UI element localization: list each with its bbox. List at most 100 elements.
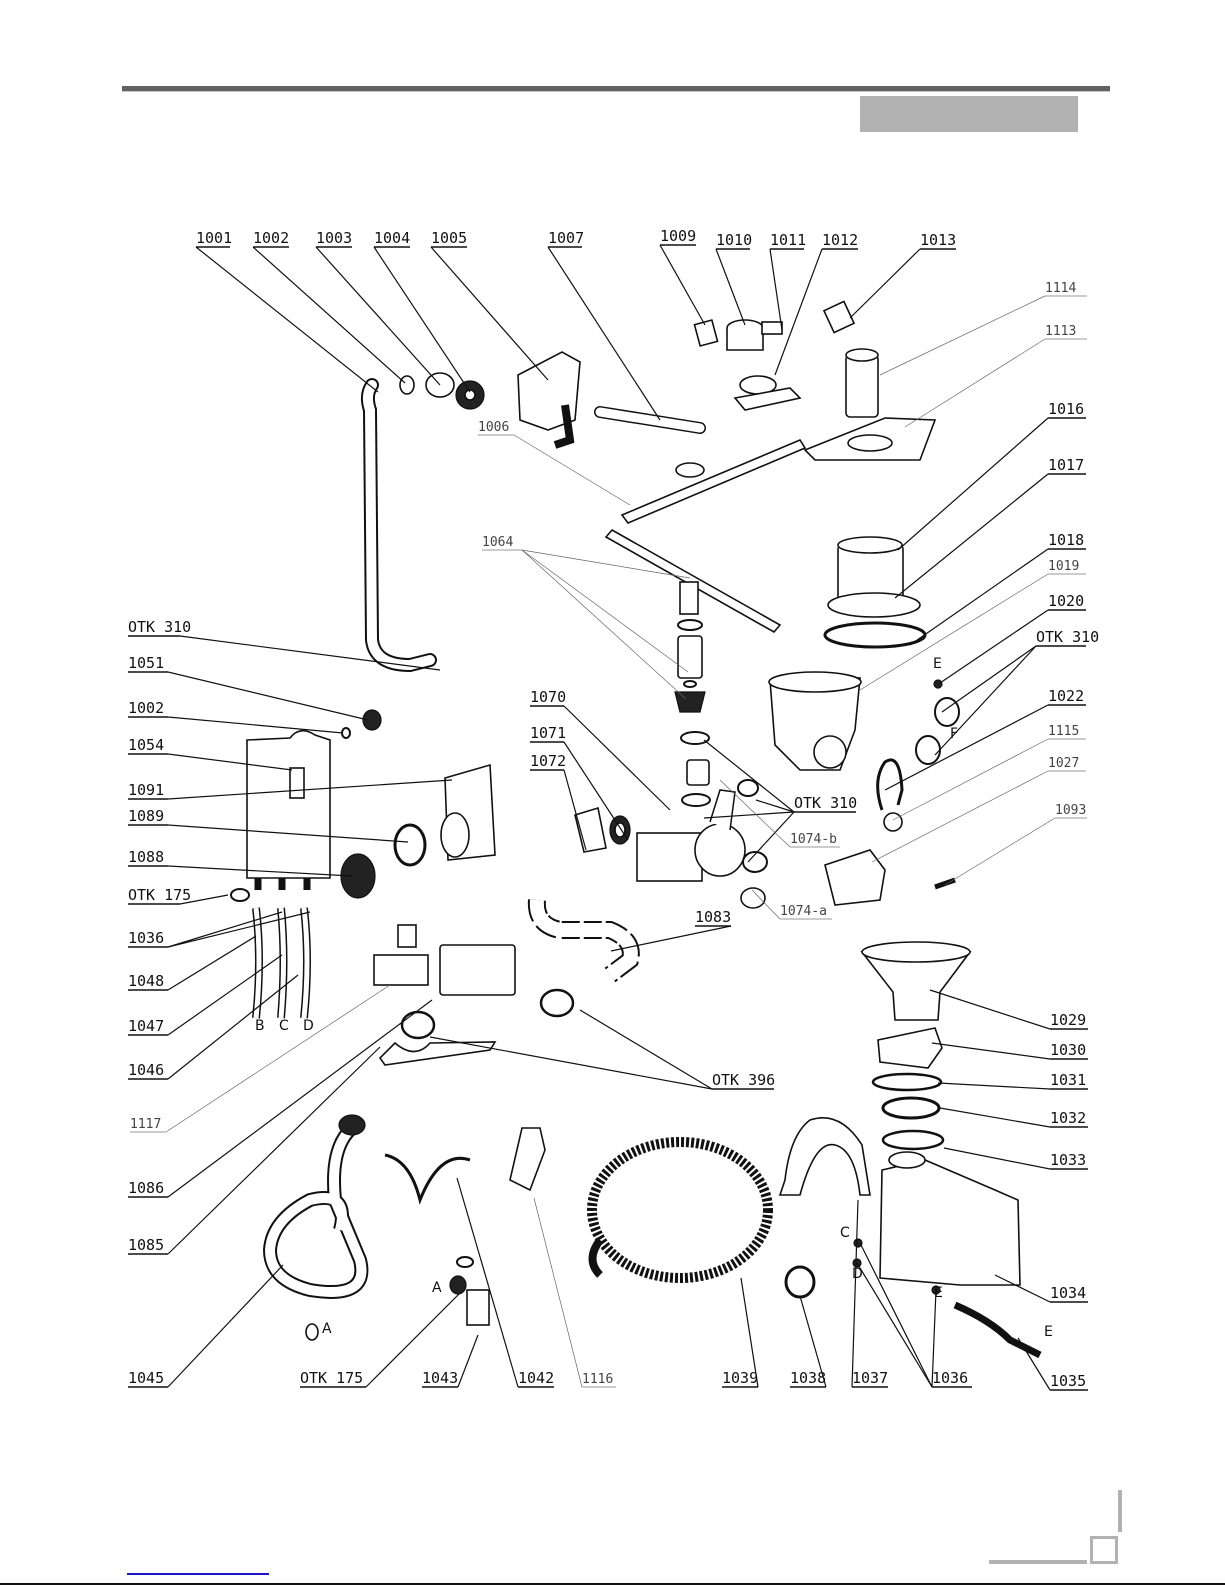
leader-line-1004 (373, 246, 471, 393)
leader-line-otk310m (703, 739, 795, 813)
sensor-1013 (822, 300, 856, 334)
connection-letter: D (303, 1018, 314, 1034)
clamp-mid-2 (737, 779, 759, 797)
part-label-1042: 1042 (518, 1369, 554, 1387)
part-label-1005: 1005 (431, 229, 467, 247)
leader-line-1003 (315, 246, 441, 386)
part-label-1009: 1009 (660, 227, 696, 245)
part-label-otk175l: ОТК 175 (128, 886, 191, 904)
leader-line-1091 (167, 779, 453, 800)
part-label-otk310m: ОТК 310 (794, 794, 857, 812)
leader-line-1001 (195, 246, 379, 393)
leader-line-1036b (859, 1242, 933, 1388)
leader-line-1093 (944, 817, 1056, 886)
bracket-1085 (378, 1041, 497, 1066)
ring-1038 (784, 1265, 816, 1299)
leader-line-1046 (167, 974, 299, 1080)
leader-line-1074b (719, 779, 791, 848)
hyperlink-underline[interactable] (127, 1573, 269, 1575)
upper-arm (620, 438, 807, 524)
pipe-1072 (574, 806, 607, 853)
hub-1064 (677, 635, 703, 679)
leader-line-1117 (165, 984, 391, 1133)
part-label-1013: 1013 (920, 231, 956, 249)
leader-line-1022 (884, 704, 1049, 791)
collar-1010-body (726, 328, 764, 351)
part-label-1047: 1047 (128, 1017, 164, 1035)
part-label-1115: 1115 (1048, 724, 1079, 739)
header-box (860, 96, 1078, 132)
leader-line-otk310m (703, 811, 795, 819)
part-label-1004: 1004 (374, 229, 410, 247)
part-label-1114: 1114 (1045, 281, 1076, 296)
leader-line-1064 (521, 549, 687, 700)
valve-1117-top (397, 924, 417, 948)
clamp-175-bottom (456, 1256, 474, 1268)
part-label-1071: 1071 (530, 724, 566, 742)
leader-line-1034 (994, 1274, 1051, 1303)
part-label-1046: 1046 (128, 1061, 164, 1079)
connection-letter: D (852, 1266, 863, 1282)
leader-line-1036l (167, 911, 283, 948)
part-label-1117: 1117 (130, 1117, 161, 1132)
part-label-1020: 1020 (1048, 592, 1084, 610)
top-rule (122, 86, 1110, 91)
filter-1016-top (837, 536, 903, 554)
leader-line-otk396 (579, 1009, 713, 1090)
leader-line-1031 (937, 1082, 1051, 1090)
leader-lines-layer (165, 244, 1056, 1391)
part-label-1019: 1019 (1048, 559, 1079, 574)
part-label-1016: 1016 (1048, 400, 1084, 418)
leader-line-1042 (456, 1177, 519, 1388)
leader-line-1070 (563, 705, 671, 811)
valve-1117 (373, 954, 429, 986)
part-label-1064: 1064 (482, 535, 513, 550)
part-label-1043: 1043 (422, 1369, 458, 1387)
hose-1022 (876, 758, 904, 811)
softener-1034-neck (888, 1151, 926, 1169)
window-1054 (289, 767, 305, 799)
part-label-1029: 1029 (1050, 1011, 1086, 1029)
part-label-1018: 1018 (1048, 531, 1084, 549)
sump-1019-rim (768, 671, 862, 693)
part-label-1093: 1093 (1055, 803, 1086, 818)
ring-1089 (393, 823, 427, 867)
leader-line-1032 (939, 1107, 1051, 1128)
leader-line-1037 (851, 1199, 859, 1388)
inlet-hose-1045-in (264, 1126, 367, 1297)
part-label-1036b: 1036 (932, 1369, 968, 1387)
hose-D-in (301, 907, 310, 1019)
connection-letter: C (840, 1225, 850, 1241)
sensor-1115 (883, 812, 903, 832)
tube-1007-in (595, 407, 705, 433)
part-label-1085: 1085 (128, 1236, 164, 1254)
clamp-175-left (230, 888, 250, 902)
part-label-1038: 1038 (790, 1369, 826, 1387)
part-label-1037: 1037 (852, 1369, 888, 1387)
leader-line-1005 (430, 246, 549, 381)
seal-1071-center (614, 822, 626, 838)
holder-1009 (693, 319, 719, 347)
leader-line-otk396 (429, 1036, 713, 1090)
filter-1114-top (845, 348, 879, 362)
leader-line-1012 (774, 248, 823, 376)
leader-line-1088 (167, 865, 353, 877)
leader-line-1029 (929, 989, 1051, 1030)
leader-line-otk310l (179, 635, 441, 671)
washer-1031 (871, 1072, 943, 1092)
leader-line-1116 (533, 1197, 583, 1388)
part-label-1017: 1017 (1048, 456, 1084, 474)
base-1012 (733, 387, 802, 411)
hose-1083-in (529, 899, 638, 981)
part-label-otk310l: ОТК 310 (128, 618, 191, 636)
pipe-1005 (553, 404, 575, 449)
leader-line-1085 (167, 1046, 381, 1255)
plate-1113-hole (847, 434, 893, 452)
leader-line-otk310r (934, 645, 1037, 756)
leader-line-1043 (457, 1334, 479, 1388)
inlet-hose-1045 (262, 1125, 369, 1299)
part-label-1032: 1032 (1050, 1109, 1086, 1127)
clamp-F-upper (934, 697, 960, 727)
clamp-mid-1 (680, 731, 710, 745)
